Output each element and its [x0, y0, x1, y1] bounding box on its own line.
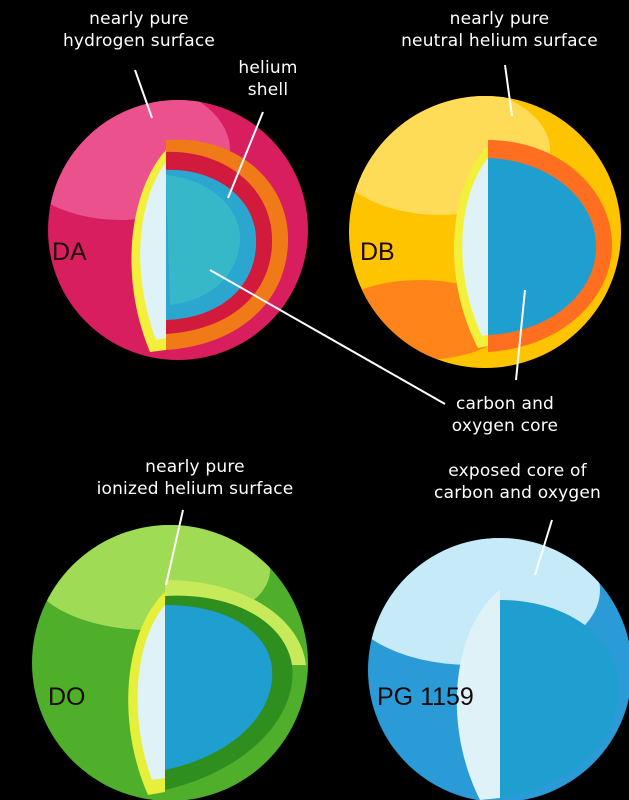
- da-core-tint: [166, 175, 240, 305]
- label-da-helium-shell: helium shell: [238, 58, 298, 100]
- db-inner-face: [462, 158, 488, 336]
- pg-core: [500, 600, 619, 798]
- do-shell-light: [165, 580, 306, 665]
- db-core: [488, 158, 597, 335]
- sphere-do: [32, 525, 308, 800]
- leader-da-shell: [227, 111, 264, 199]
- label-pg-surface: exposed core of carbon and oxygen: [434, 461, 601, 503]
- leader-core-da: [209, 269, 446, 405]
- leader-pg-surface: [534, 519, 553, 576]
- leader-lines: [134, 64, 553, 586]
- label-da-surface: nearly pure hydrogen surface: [62, 9, 216, 51]
- type-label-pg1159: PG 1159: [377, 683, 474, 711]
- sphere-da: [48, 100, 308, 360]
- do-core: [165, 605, 273, 770]
- leader-db-surface: [504, 64, 513, 117]
- label-do-surface: nearly pure ionized helium surface: [96, 457, 294, 499]
- label-carbon-oxygen-core: carbon and oxygen core: [451, 394, 559, 436]
- leader-da-surface: [134, 69, 153, 119]
- leader-do-surface: [165, 509, 184, 586]
- sphere-db: [349, 96, 621, 368]
- do-inner-face: [137, 605, 165, 780]
- type-label-db: DB: [360, 238, 395, 266]
- da-inner-face: [140, 162, 166, 340]
- leader-core-db: [515, 289, 526, 381]
- pg-inner-face: [456, 590, 500, 800]
- type-label-da: DA: [52, 238, 87, 266]
- type-label-do: DO: [48, 683, 86, 711]
- sphere-pg1159: [368, 538, 629, 800]
- label-db-surface: nearly pure neutral helium surface: [401, 9, 598, 51]
